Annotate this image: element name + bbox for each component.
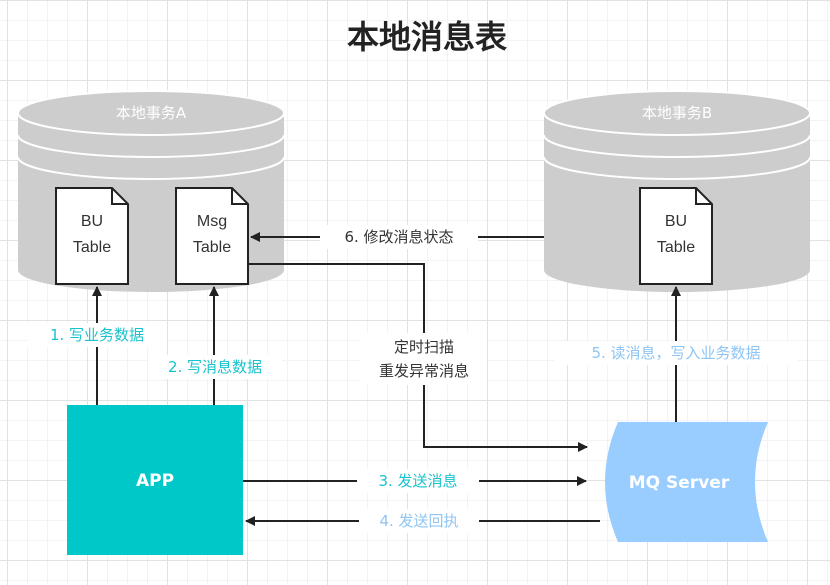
edge-label-step3: 3. 发送消息 [378,472,457,490]
db-b-title: 本地事务B [642,104,712,122]
edge-write-business-data: 1. 写业务数据 [27,286,167,405]
edge-read-and-write-business: 5. 读消息，写入业务数据 [554,286,798,422]
edge-label-step6: 6. 修改消息状态 [344,228,453,246]
edge-label-step1: 1. 写业务数据 [50,326,144,344]
msg-table-label-2: Table [193,239,231,256]
app-node: APP [67,405,243,555]
bu-table-b-label-2: Table [657,239,695,256]
bu-table-a-label-1: BU [81,213,103,230]
edge-label-step5: 5. 读消息，写入业务数据 [591,344,760,362]
edge-label-step4: 4. 发送回执 [379,512,458,530]
msg-table-label-1: Msg [197,213,227,230]
app-label: APP [136,471,174,491]
edge-label-step2: 2. 写消息数据 [168,358,262,376]
edge-send-message: 3. 发送消息 [243,469,587,493]
edge-scheduled-resend: 定时扫描 重发异常消息 [248,263,588,452]
bu-table-a-doc: BU Table [55,187,129,285]
mq-server-label: MQ Server [629,473,730,493]
edge-send-receipt: 4. 发送回执 [245,509,600,533]
edge-write-message-data: 2. 写消息数据 [148,286,282,405]
bu-table-b-doc: BU Table [639,187,713,285]
db-a-title: 本地事务A [116,104,187,122]
msg-table-doc: Msg Table [175,187,249,285]
edge-label-scan-1: 定时扫描 [394,338,454,356]
mq-server-node: MQ Server [605,422,768,542]
edge-update-message-status: 6. 修改消息状态 [250,225,544,249]
edge-label-scan-2: 重发异常消息 [379,362,469,380]
diagram-title: 本地消息表 [347,18,507,56]
bu-table-b-label-1: BU [665,213,687,230]
bu-table-a-label-2: Table [73,239,111,256]
